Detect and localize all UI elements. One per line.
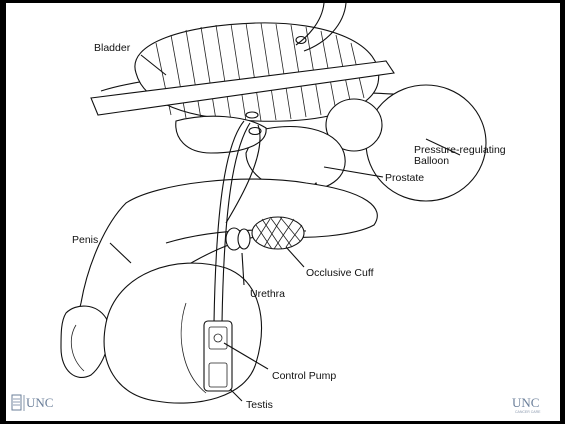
- diagram-canvas: Bladder Pressure-regulating Balloon Pros…: [6, 3, 560, 421]
- logo-right-text: UNC: [512, 395, 539, 410]
- unc-logo-right: UNC CANCER CARE: [512, 395, 541, 414]
- control-pump: [204, 321, 232, 391]
- label-balloon-line2: Balloon: [414, 155, 449, 167]
- artificial-urinary-sphincter-diagram: Bladder Pressure-regulating Balloon Pros…: [6, 3, 560, 421]
- label-testis: Testis: [246, 399, 273, 411]
- label-control-pump: Control Pump: [272, 370, 336, 382]
- label-bladder: Bladder: [94, 42, 131, 54]
- label-penis: Penis: [72, 234, 98, 246]
- logo-right-subtext: CANCER CARE: [515, 410, 541, 414]
- unc-logo-left: UNC: [12, 395, 53, 411]
- leader-testis: [230, 389, 242, 401]
- leader-occlusive-cuff: [286, 247, 304, 267]
- label-prostate: Prostate: [385, 172, 424, 184]
- label-occlusive-cuff: Occlusive Cuff: [306, 267, 374, 279]
- logo-left-text: UNC: [26, 395, 53, 410]
- label-urethra: Urethra: [250, 288, 285, 300]
